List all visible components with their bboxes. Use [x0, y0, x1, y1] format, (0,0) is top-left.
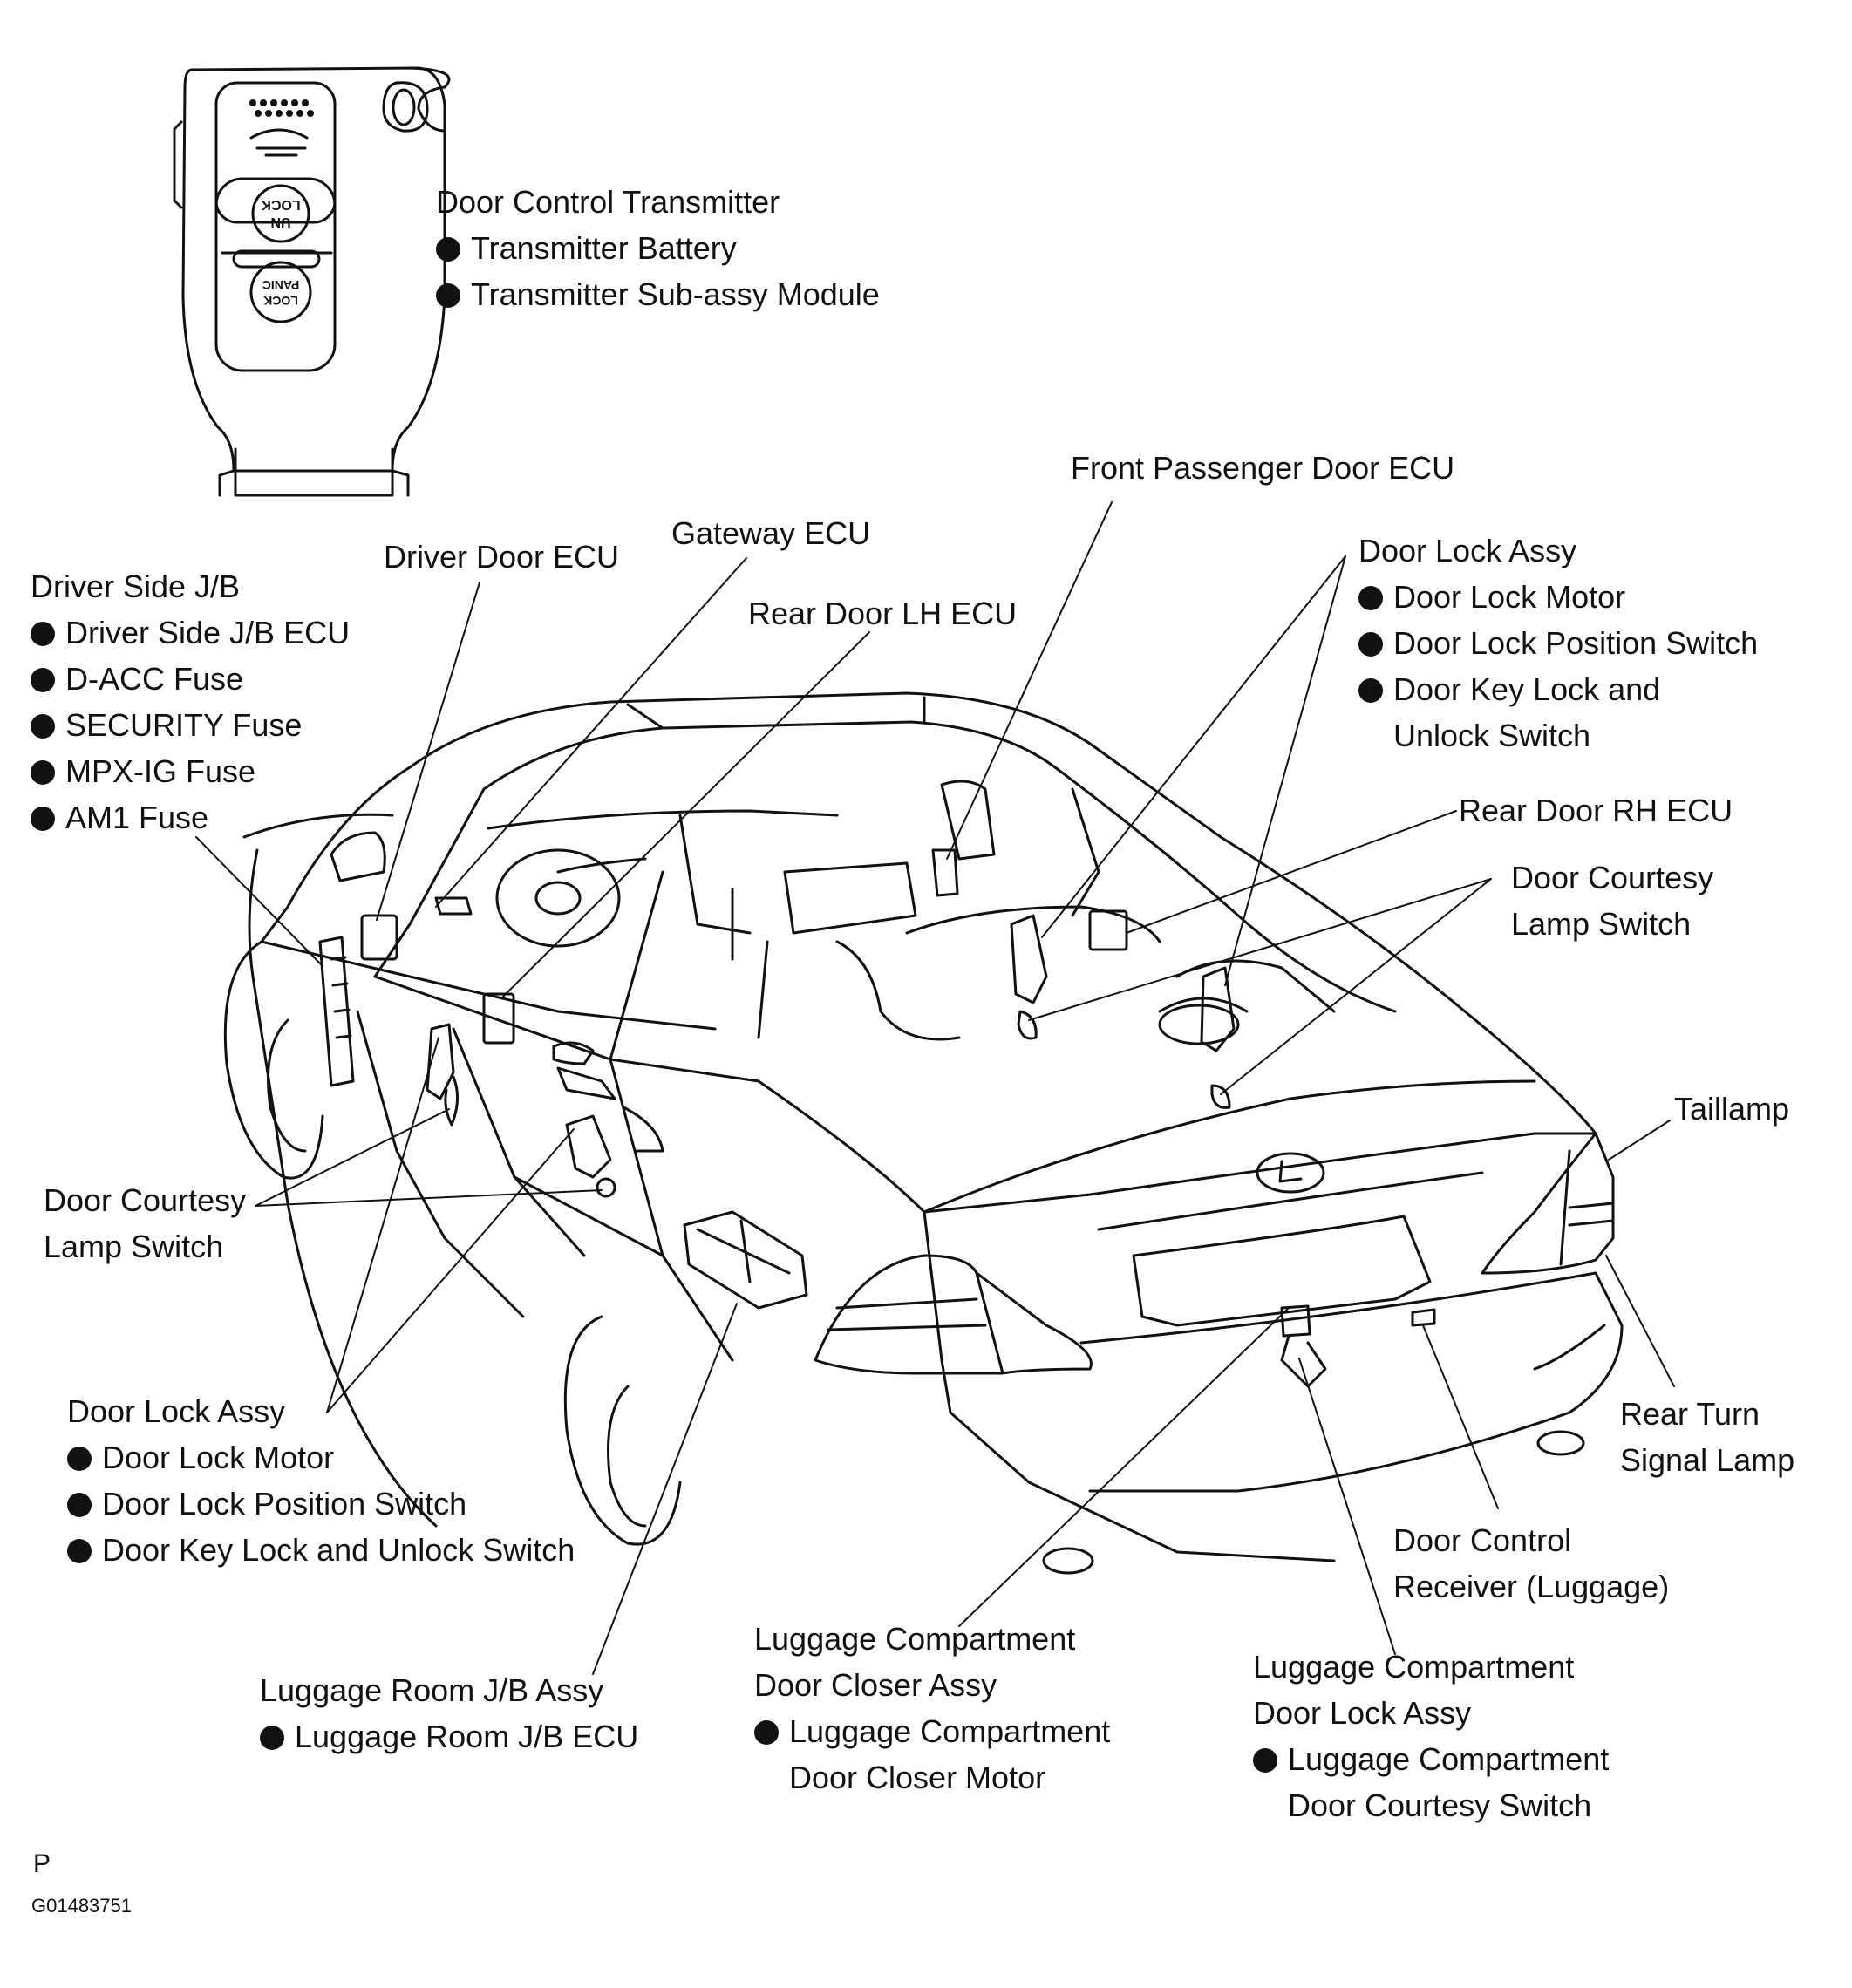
bullet-icon [1358, 632, 1383, 657]
door-control-transmitter-fob [173, 66, 451, 497]
door-lock-right-item: Door Lock Motor [1358, 574, 1758, 620]
driver-jb-item: SECURITY Fuse [31, 702, 350, 748]
bullet-icon [1358, 678, 1383, 703]
footer-code: G01483751 [31, 1895, 132, 1917]
label-gateway-ecu: Gateway ECU [671, 515, 871, 551]
label-driver-door-ecu: Driver Door ECU [384, 539, 620, 575]
label-door-courtesy-left: Door Courtesy Lamp Switch [44, 1182, 247, 1264]
driver-jb-item: AM1 Fuse [31, 794, 350, 841]
bullet-icon [67, 1539, 92, 1563]
unlock-button-label: UN [270, 214, 290, 229]
door-lock-left-item: Door Lock Motor [67, 1434, 575, 1481]
door-lock-left-item: Door Key Lock and Unlock Switch [67, 1527, 575, 1573]
label-door-courtesy-right: Door Courtesy Lamp Switch [1511, 860, 1714, 942]
car-outline [223, 691, 1624, 1575]
door-lock-right-item: Door Lock Position Switch [1358, 620, 1758, 666]
label-door-control-receiver: Door Control Receiver (Luggage) [1393, 1522, 1670, 1604]
bullet-icon [260, 1726, 284, 1750]
bullet-icon [31, 760, 55, 785]
bullet-icon [67, 1493, 92, 1517]
leader-lines [195, 501, 1675, 1675]
bullet-icon [1253, 1748, 1277, 1773]
label-door-lock-assy-left: Door Lock Assy Door Lock Motor Door Lock… [67, 1388, 575, 1573]
luggage-jb-item: Luggage Room J/B ECU [260, 1713, 638, 1760]
label-luggage-door-closer: Luggage Compartment Door Closer Assy Lug… [754, 1621, 1111, 1795]
label-rear-door-rh-ecu: Rear Door RH ECU [1459, 793, 1733, 828]
label-rear-turn-signal-lamp: Rear Turn Signal Lamp [1620, 1396, 1795, 1478]
driver-jb-item: D-ACC Fuse [31, 656, 350, 702]
label-driver-side-jb: Driver Side J/B Driver Side J/B ECU D-AC… [31, 563, 350, 841]
bullet-icon [436, 283, 460, 308]
label-door-lock-assy-right: Door Lock Assy Door Lock Motor Door Lock… [1358, 528, 1758, 759]
label-front-passenger-door-ecu: Front Passenger Door ECU [1071, 450, 1455, 486]
footer-mark: P [33, 1849, 51, 1878]
panic-button-label: LOCK [263, 294, 298, 308]
driver-jb-item: Driver Side J/B ECU [31, 609, 350, 656]
bullet-icon [436, 237, 460, 262]
label-taillamp: Taillamp [1674, 1091, 1790, 1127]
unlock-button-label-2: LOCK [261, 197, 301, 212]
door-lock-right-item: Door Key Lock and [1358, 666, 1758, 712]
door-lock-right-item-cont: Unlock Switch [1393, 718, 1591, 753]
bullet-icon [754, 1720, 779, 1745]
luggage-jb-title: Luggage Room J/B Assy [260, 1672, 604, 1708]
bullet-icon [31, 622, 55, 646]
door-lock-left-title: Door Lock Assy [67, 1393, 286, 1429]
bullet-icon [31, 668, 55, 692]
driver-jb-title: Driver Side J/B [31, 568, 241, 604]
bullet-icon [31, 807, 55, 831]
label-luggage-room-jb: Luggage Room J/B Assy Luggage Room J/B E… [260, 1667, 638, 1760]
driver-jb-item: MPX-IG Fuse [31, 748, 350, 794]
bullet-icon [67, 1447, 92, 1471]
transmitter-title: Door Control Transmitter [436, 184, 780, 220]
transmitter-item: Transmitter Battery [436, 225, 880, 271]
label-luggage-door-lock: Luggage Compartment Door Lock Assy Lugga… [1253, 1649, 1610, 1823]
door-lock-right-title: Door Lock Assy [1358, 533, 1577, 568]
label-rear-door-lh-ecu: Rear Door LH ECU [748, 596, 1018, 631]
door-lock-left-item: Door Lock Position Switch [67, 1481, 575, 1527]
bullet-icon [31, 714, 55, 739]
transmitter-item: Transmitter Sub-assy Module [436, 271, 880, 317]
bullet-icon [1358, 586, 1383, 610]
panic-button-label-2: PANIC [262, 278, 300, 292]
label-door-control-transmitter: Door Control Transmitter Transmitter Bat… [436, 179, 880, 317]
